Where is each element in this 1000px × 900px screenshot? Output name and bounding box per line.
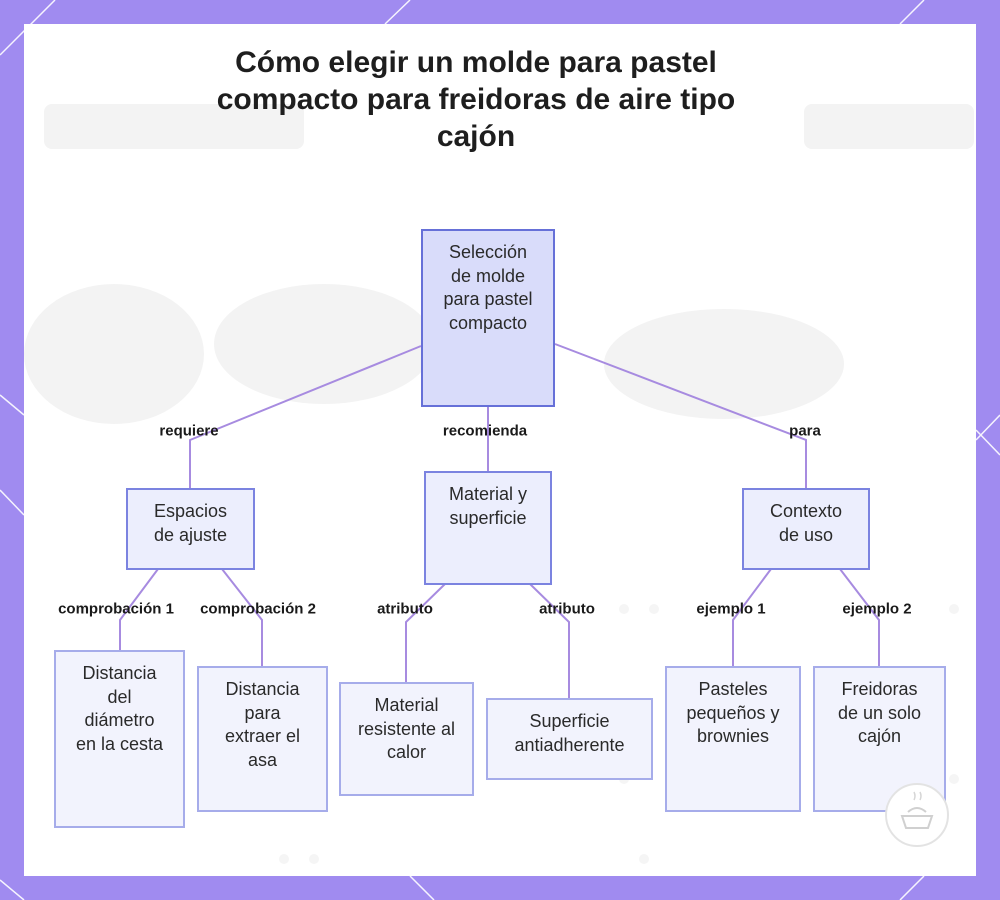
edge-label-atributo-1: atributo (377, 600, 433, 618)
background-watermark (24, 104, 974, 864)
edge-atributo1 (405, 583, 446, 682)
node-distancia-diametro: Distancia del diámetro en la cesta (54, 650, 185, 828)
edge-label-ejemplo-2: ejemplo 2 (842, 600, 912, 618)
node-superficie-antiadherente: Superficie antiadherente (486, 698, 653, 780)
brand-logo-icon (885, 783, 949, 847)
edge-label-para: para (789, 422, 821, 440)
edge-label-atributo-2: atributo (539, 600, 595, 618)
edge-ejemplo1 (732, 568, 772, 666)
node-contexto-de-uso: Contexto de uso (742, 488, 870, 570)
edge-requiere (189, 345, 422, 488)
edge-label-ejemplo-1: ejemplo 1 (696, 600, 766, 618)
node-root: Selección de molde para pastel compacto (421, 229, 555, 407)
edge-label-comprobacion-1: comprobación 1 (58, 600, 174, 618)
edge-comprobacion2 (221, 568, 263, 666)
node-pasteles-pequenos: Pasteles pequeños y brownies (665, 666, 801, 812)
edge-label-requiere: requiere (159, 422, 219, 440)
node-espacios-de-ajuste: Espacios de ajuste (126, 488, 255, 570)
edge-comprobacion1 (119, 568, 159, 650)
edge-label-comprobacion-2: comprobación 2 (200, 600, 316, 618)
edge-para (554, 343, 807, 488)
edge-atributo2 (529, 583, 570, 698)
node-material-y-superficie: Material y superficie (424, 471, 552, 585)
node-material-resistente: Material resistente al calor (339, 682, 474, 796)
edge-ejemplo2 (839, 568, 880, 666)
edge-label-recomienda: recomienda (442, 422, 528, 440)
page-title: Cómo elegir un molde para pastel compact… (216, 46, 736, 153)
node-distancia-asa: Distancia para extraer el asa (197, 666, 328, 812)
